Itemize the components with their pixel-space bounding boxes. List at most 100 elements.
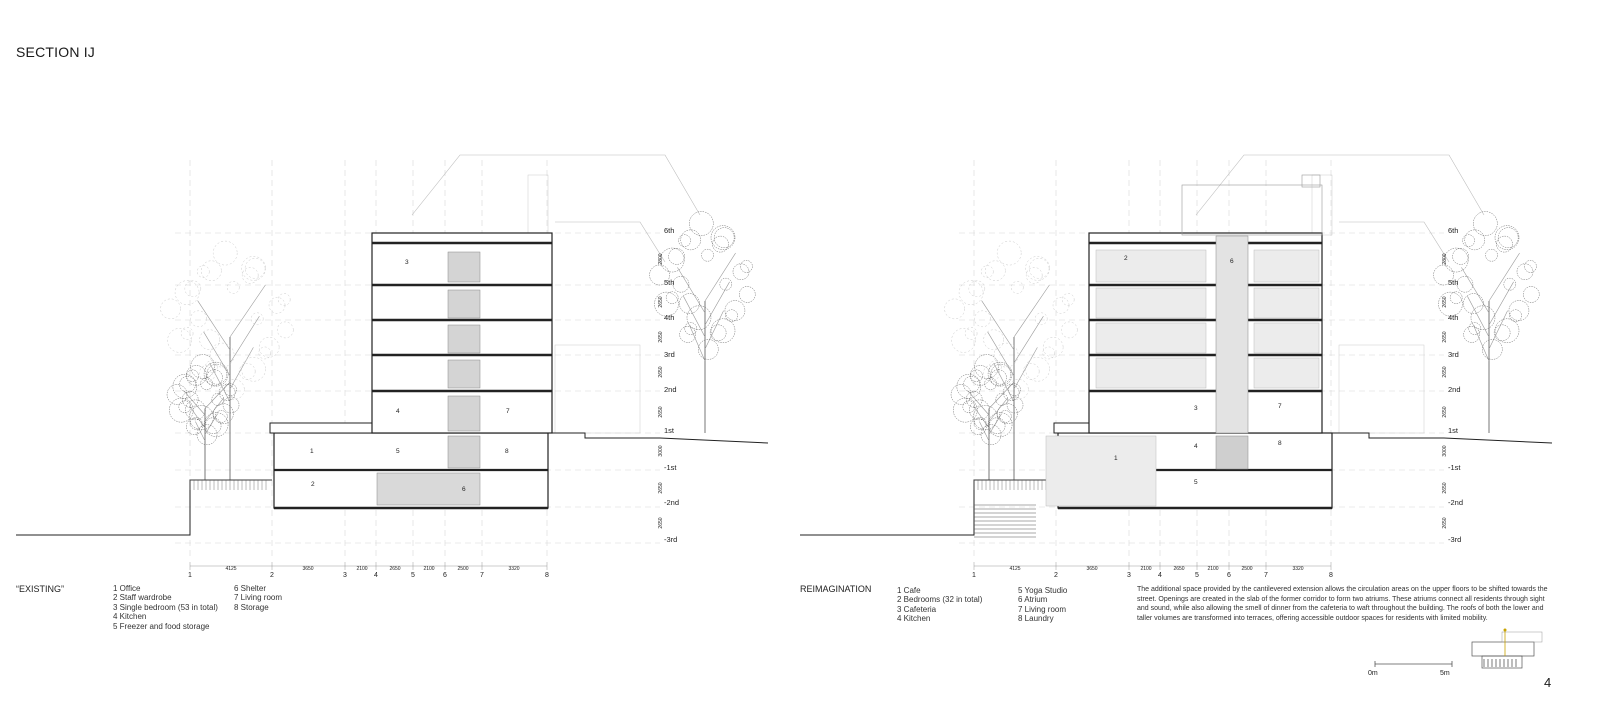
key-plan xyxy=(1471,628,1543,669)
legend-item: 1 Office xyxy=(113,584,141,593)
grid-number: 7 xyxy=(480,572,484,579)
scale-bar: 0m 5m xyxy=(1368,661,1453,677)
grid-dimension: 2100 xyxy=(356,566,367,572)
scale-bar-start: 0m xyxy=(1368,670,1378,677)
level-height: 3000 xyxy=(658,445,664,456)
level-height: 2650 xyxy=(658,482,664,493)
level-height: 2650 xyxy=(1442,482,1448,493)
grid-dimension: 2650 xyxy=(1173,566,1184,572)
level-height: 2650 xyxy=(658,296,664,307)
reimagination-heading: REIMAGINATION xyxy=(800,584,872,594)
room-number-3: 3 xyxy=(1194,405,1198,412)
grid-number: 5 xyxy=(411,572,415,579)
legend-item: 7 Living room xyxy=(234,593,283,603)
tree xyxy=(166,354,240,480)
page-number: 4 xyxy=(1544,675,1552,690)
tree xyxy=(950,354,1024,480)
level-label: 4th xyxy=(1448,313,1458,322)
room-number-4: 4 xyxy=(396,408,400,415)
level-height: 2650 xyxy=(658,517,664,528)
level-label: -1st xyxy=(1448,463,1461,472)
level-label: -2nd xyxy=(664,498,679,507)
level-label: 2nd xyxy=(1448,385,1461,394)
room-number-4: 4 xyxy=(1194,443,1198,450)
room-number-1: 1 xyxy=(310,448,314,455)
legend-item: 6 Shelter xyxy=(234,584,267,593)
level-label: 1st xyxy=(664,426,675,435)
level-label: 2nd xyxy=(664,385,677,394)
legend-item: 1 Cafe xyxy=(897,586,921,595)
grid-number: 4 xyxy=(1158,572,1162,579)
grid-number: 2 xyxy=(1054,572,1058,579)
room-number-7: 7 xyxy=(1278,403,1282,410)
room-number-6: 6 xyxy=(1230,258,1234,265)
legend-item: 3 Cafeteria xyxy=(897,604,937,614)
room-number-5: 5 xyxy=(396,448,400,455)
room-number-2: 2 xyxy=(1124,255,1128,262)
grid-number: 3 xyxy=(1127,572,1131,579)
legend-item: 3 Single bedroom (53 in total) xyxy=(113,602,218,612)
grid-dimension: 4125 xyxy=(225,566,236,572)
grid-number: 6 xyxy=(1227,572,1231,579)
level-label: 4th xyxy=(664,313,674,322)
level-label: 5th xyxy=(1448,278,1458,287)
level-label: 3rd xyxy=(664,350,675,359)
grid-dimension: 2100 xyxy=(1140,566,1151,572)
tree xyxy=(649,211,756,433)
grid-number: 3 xyxy=(343,572,347,579)
tree xyxy=(160,240,294,480)
grid-dimension: 3650 xyxy=(302,566,313,572)
room-number-8: 8 xyxy=(1278,440,1282,447)
level-label: 6th xyxy=(664,226,674,235)
level-height: 2650 xyxy=(1442,331,1448,342)
level-height: 2650 xyxy=(658,331,664,342)
grid-dimension: 3650 xyxy=(1086,566,1097,572)
legend-item: 2 Staff wardrobe xyxy=(113,593,172,603)
room-number-5: 5 xyxy=(1194,479,1198,486)
legend-item: 4 Kitchen xyxy=(897,614,931,624)
grid-number: 8 xyxy=(545,572,549,579)
grid-dimension: 3320 xyxy=(1292,566,1303,572)
scale-bar-end: 5m xyxy=(1440,670,1450,677)
level-label: 3rd xyxy=(1448,350,1459,359)
level-label: 1st xyxy=(1448,426,1459,435)
room-number-7: 7 xyxy=(506,408,510,415)
reimagination-description: The additional space provided by the can… xyxy=(1137,586,1548,622)
level-label: 5th xyxy=(664,278,674,287)
legend-item: 2 Bedrooms (32 in total) xyxy=(897,595,983,605)
level-label: 6th xyxy=(1448,226,1458,235)
grid-dimension: 2650 xyxy=(389,566,400,572)
tree xyxy=(1433,211,1540,433)
reimagination-section-drawing: 123456786th5th4th3rd2nd1st-1st-2nd-3rd28… xyxy=(800,154,1553,579)
level-height: 2650 xyxy=(1442,296,1448,307)
grid-number: 5 xyxy=(1195,572,1199,579)
level-height: 2800 xyxy=(1442,253,1448,264)
grid-dimension: 2100 xyxy=(423,566,434,572)
level-height: 2650 xyxy=(1442,366,1448,377)
grid-dimension: 4125 xyxy=(1009,566,1020,572)
grid-dimension: 2100 xyxy=(1207,566,1218,572)
legend-item: 8 Storage xyxy=(234,602,269,612)
level-height: 2800 xyxy=(658,253,664,264)
grid-number: 7 xyxy=(1264,572,1268,579)
grid-number: 1 xyxy=(188,572,192,579)
grid-dimension: 2500 xyxy=(457,566,468,572)
level-label: -2nd xyxy=(1448,498,1463,507)
legend-item: 7 Living room xyxy=(1018,604,1067,614)
level-height: 2650 xyxy=(658,406,664,417)
level-height: 3000 xyxy=(1442,445,1448,456)
page-title: SECTION IJ xyxy=(16,44,96,60)
level-label: -3rd xyxy=(1448,535,1461,544)
room-number-6: 6 xyxy=(462,486,466,493)
room-number-3: 3 xyxy=(405,259,409,266)
legend-item: 5 Freezer and food storage xyxy=(113,621,210,631)
level-label: -1st xyxy=(664,463,677,472)
level-height: 2650 xyxy=(1442,406,1448,417)
tree xyxy=(944,240,1078,480)
level-height: 2650 xyxy=(1442,517,1448,528)
